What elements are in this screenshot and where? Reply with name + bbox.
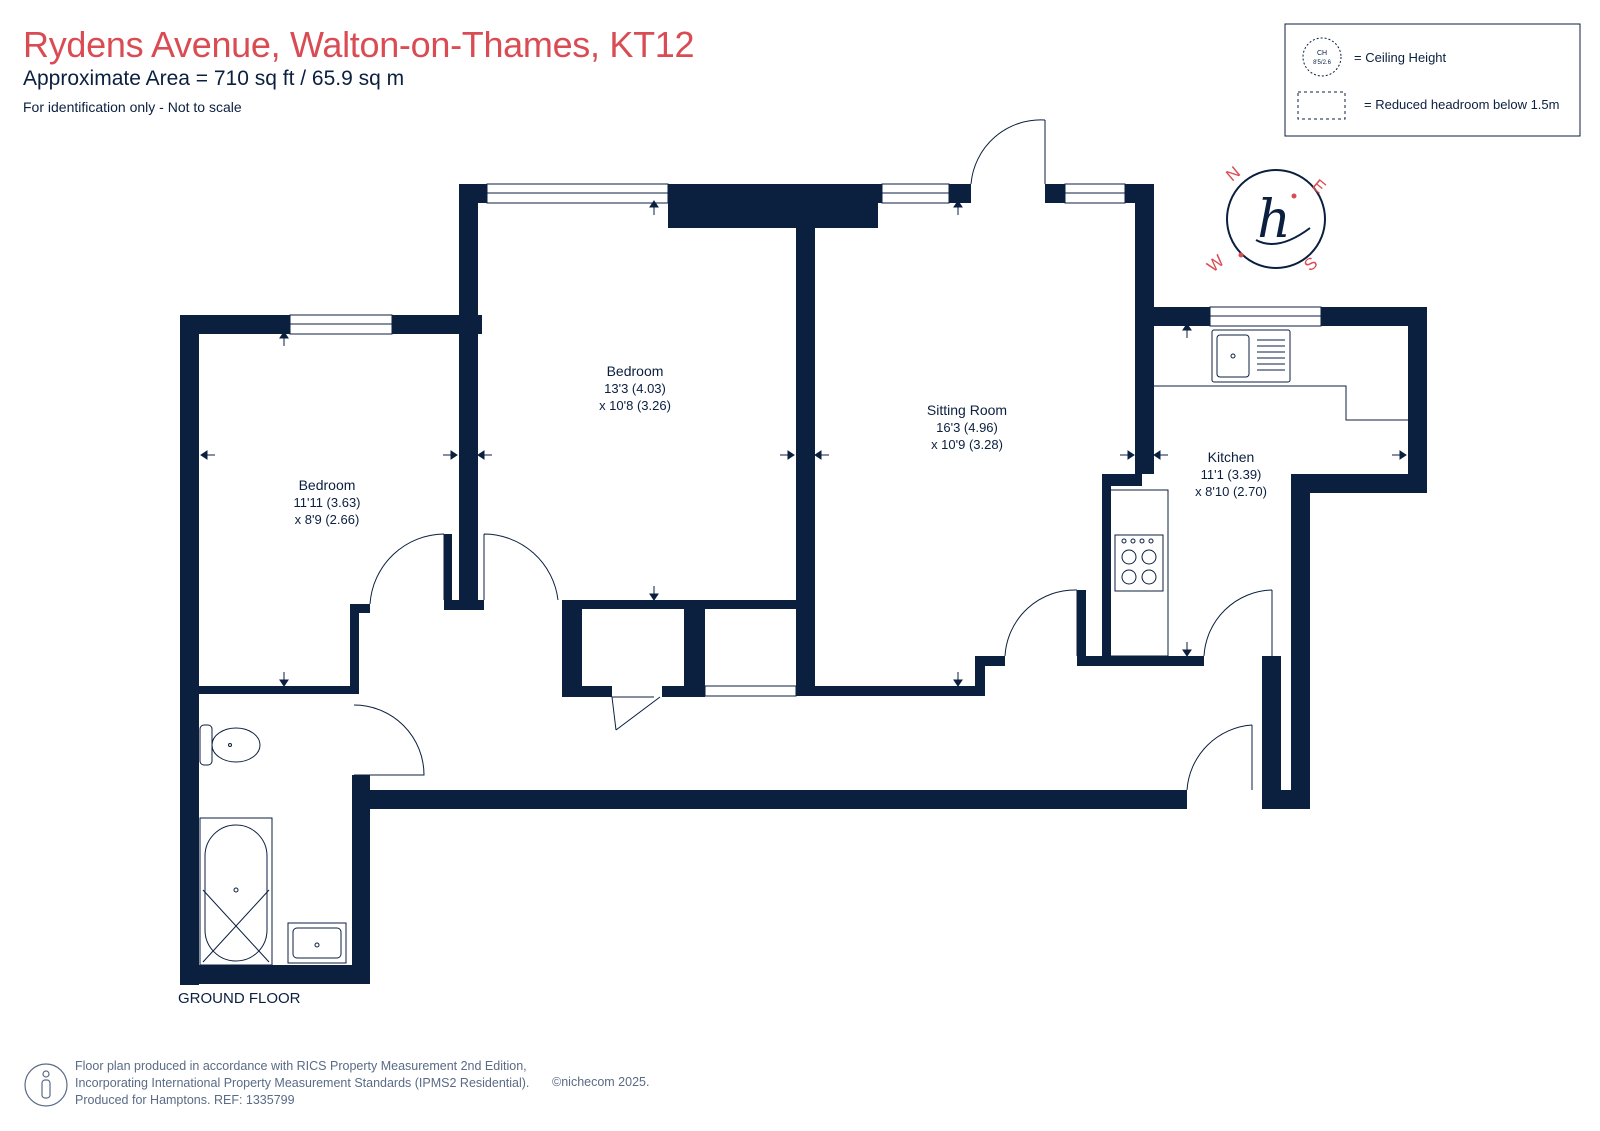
brand-logo-icon: h [1257,190,1291,250]
ceiling-badge-sub: 8'5/2.6 [1313,60,1331,66]
bedroom-1-dim2: x 8'9 (2.66) [295,512,360,527]
kitchen-sink-icon [1211,329,1291,383]
bedroom-2-name: Bedroom [607,363,664,379]
sitting-room-dim2: x 10'9 (3.28) [931,437,1003,452]
sitting-room-dim1: 16'3 (4.96) [936,420,998,435]
sitting-room-name: Sitting Room [927,402,1007,418]
reduced-headroom-label: = Reduced headroom below 1.5m [1364,97,1559,112]
scale-note: For identification only - Not to scale [23,99,242,115]
dimension-arrows [200,200,1407,687]
footer-line-2: Incorporating International Property Mea… [75,1076,530,1090]
kitchen-dim1: 11'1 (3.39) [1201,467,1262,482]
info-icon [24,1063,68,1107]
room-labels: Bedroom 11'11 (3.63) x 8'9 (2.66) Bedroo… [293,363,1266,527]
compass-south: S [1300,253,1321,275]
compass-west: W [1203,251,1228,276]
compass-north: N [1222,163,1244,185]
ceiling-height-icon [1302,37,1342,77]
kitchen-dim2: x 8'10 (2.70) [1195,484,1267,499]
ceiling-height-label: = Ceiling Height [1354,50,1447,65]
hob-icon [1114,534,1164,592]
walls [180,184,1427,985]
fittings [199,329,1408,966]
copyright: ©nichecom 2025. [552,1075,650,1089]
bedroom-1-name: Bedroom [299,477,356,493]
kitchen-name: Kitchen [1208,449,1255,465]
reduced-headroom-icon [1297,91,1346,120]
approximate-area: Approximate Area = 710 sq ft / 65.9 sq m [23,67,405,90]
bedroom-2-dim1: 13'3 (4.03) [604,381,666,396]
bedroom-2-dim2: x 10'8 (3.26) [599,398,671,413]
logo-swash [1255,227,1311,245]
toilet-icon [199,724,261,766]
doors [353,119,1273,791]
footer-text: Floor plan produced in accordance with R… [75,1058,529,1109]
legend: CH 8'5/2.6 = Ceiling Height = Reduced he… [1284,23,1581,137]
footer-line-3: Produced for Hamptons. REF: 1335799 [75,1093,295,1107]
basin-icon [287,922,347,964]
plan-title: Rydens Avenue, Walton-on-Thames, KT12 [23,24,695,65]
compass: h N E S W [1203,163,1329,276]
bedroom-1-dim1: 11'11 (3.63) [293,495,360,510]
compass-east: E [1308,176,1329,198]
windows [289,183,1322,697]
ceiling-badge-text: CH [1317,50,1327,57]
compass-ring-icon [1226,169,1326,269]
bath-icon [199,817,273,966]
floor-label: GROUND FLOOR [178,990,301,1007]
footer-line-1: Floor plan produced in accordance with R… [75,1059,527,1073]
